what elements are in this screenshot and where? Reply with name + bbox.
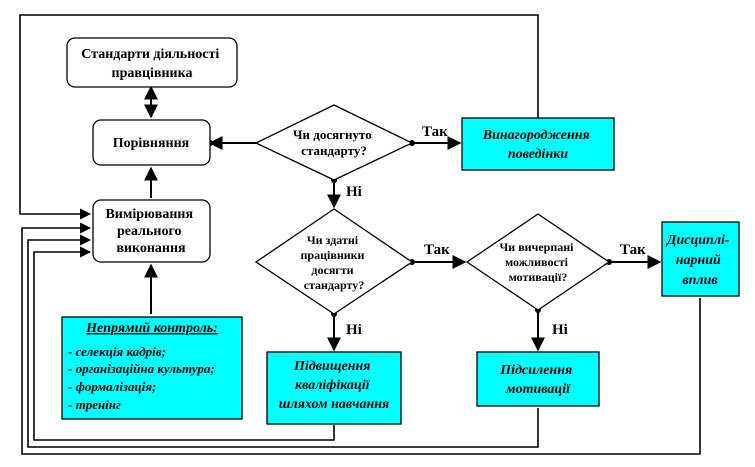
decision-motivation-text: Чи вичерпані можливості мотивації? [499, 240, 576, 284]
label-no-decision2: Ні [346, 184, 362, 200]
node-indirect-control [61, 316, 243, 420]
decision-workers-able [254, 208, 414, 315]
indirect-title: Непрямий контроль: [85, 321, 218, 336]
node-motivation-text: Підсилення мотивації [499, 363, 575, 397]
edge-discipline-feedback [21, 222, 701, 455]
node-measure-text: Вимірювання реального виконання [105, 207, 196, 256]
node-training-text: Підвищення кваліфікації шляхом навчання [279, 359, 389, 412]
indirect-list: - селекція кадрів; - організаційна культ… [68, 344, 218, 412]
edge-motivation-feedback [27, 234, 539, 448]
node-standards-text: Стандарти діяльності правцівника [81, 47, 223, 81]
label-no-motivation: Ні [552, 322, 568, 338]
node-compare-text: Порівняння [113, 136, 190, 151]
node-discipline [661, 221, 740, 297]
label-yes-discipline: Так [620, 242, 646, 258]
node-training [266, 351, 402, 425]
label-yes-decision3: Так [424, 242, 450, 258]
node-reward-text: Винагородження поведінки [482, 128, 593, 162]
label-no-training: Ні [346, 322, 362, 338]
decision-motivation-exhausted [465, 213, 611, 311]
node-reward [461, 117, 615, 171]
label-yes-reward: Так [422, 124, 448, 140]
edge-reward-feedback [19, 14, 539, 220]
edge-training-feedback [33, 246, 335, 441]
node-discipline-text: Дисциплі- нарний вплив [665, 233, 733, 288]
decision-standard-achieved [254, 104, 414, 181]
decision-able-text: Чи здатні працівники досягти стандарту? [301, 233, 368, 292]
node-motivation [476, 351, 600, 407]
node-standards [66, 37, 238, 88]
decision-standard-text: Чи досягнуто стандарту? [293, 127, 375, 158]
node-measure [92, 199, 211, 263]
node-compare [92, 119, 211, 166]
